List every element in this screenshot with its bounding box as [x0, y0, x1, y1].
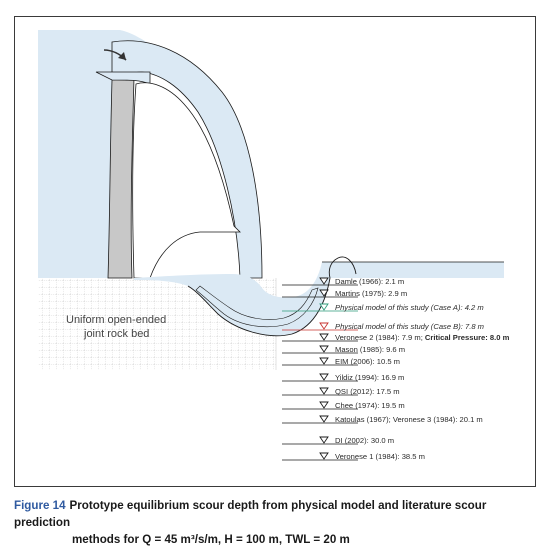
depth-marker-case-b — [319, 322, 329, 330]
depth-marker-veronese1 — [319, 452, 329, 460]
depth-marker-katoulas — [319, 415, 329, 423]
tailwater — [134, 262, 504, 336]
depth-label-damle: Damle (1966): 2.1 m — [335, 277, 404, 286]
depth-label-qsi: QSI (2012): 17.5 m — [335, 387, 400, 396]
scour-diagram: Uniform open-ended joint rock bed Damle … — [38, 30, 510, 461]
depth-label-chee: Chee (1974): 19.5 m — [335, 401, 405, 410]
scour-channel — [195, 285, 319, 328]
depth-marker-di — [319, 436, 329, 444]
depth-marker-veronese2 — [319, 333, 329, 341]
depth-label-veronese2: Veronese 2 (1984): 7.9 m; Critical Press… — [335, 333, 510, 342]
depth-label-yildiz: Yildiz (1994): 16.9 m — [335, 373, 404, 382]
bed-label-line2: joint rock bed — [83, 328, 149, 340]
depth-label-martins: Martins (1975): 2.9 m — [335, 289, 407, 298]
figure-number: Figure 14 — [14, 499, 66, 512]
depth-marker-qsi — [319, 387, 329, 395]
depth-label-katoulas: Katoulas (1967); Veronese 3 (1984): 20.1… — [335, 415, 483, 424]
bed-label-line1: Uniform open-ended — [66, 314, 166, 326]
depth-label-di: DI (2002): 30.0 m — [335, 436, 394, 445]
caption-line2: methods for Q = 45 m³/s/m, H = 100 m, TW… — [72, 533, 350, 546]
caption-line1: Prototype equilibrium scour depth from p… — [14, 499, 487, 529]
depth-label-mason: Mason (1985): 9.6 m — [335, 345, 405, 354]
figure-frame — [14, 16, 536, 487]
depth-label-case-a: Physical model of this study (Case A): 4… — [335, 303, 484, 312]
depth-marker-case-a — [319, 303, 329, 311]
depth-marker-yildiz — [319, 373, 329, 381]
depth-label-case-b: Physical model of this study (Case B): 7… — [335, 322, 484, 331]
depth-markers: Damle (1966): 2.1 m Martins (1975): 2.9 m… — [282, 277, 510, 461]
air-cavity — [132, 82, 241, 279]
depth-marker-damle — [319, 277, 329, 285]
mound-outline — [328, 256, 357, 279]
depth-marker-mason — [319, 345, 329, 353]
depth-marker-eim — [319, 357, 329, 365]
depth-marker-martins — [319, 289, 329, 297]
reservoir-body — [38, 72, 112, 278]
flow-arrowhead — [118, 52, 126, 60]
depth-label-veronese1: Veronese 1 (1984): 38.5 m — [335, 452, 425, 461]
depth-label-eim: EIM (2006): 10.5 m — [335, 357, 400, 366]
dam-wall — [107, 77, 135, 279]
depth-marker-chee — [319, 401, 329, 409]
